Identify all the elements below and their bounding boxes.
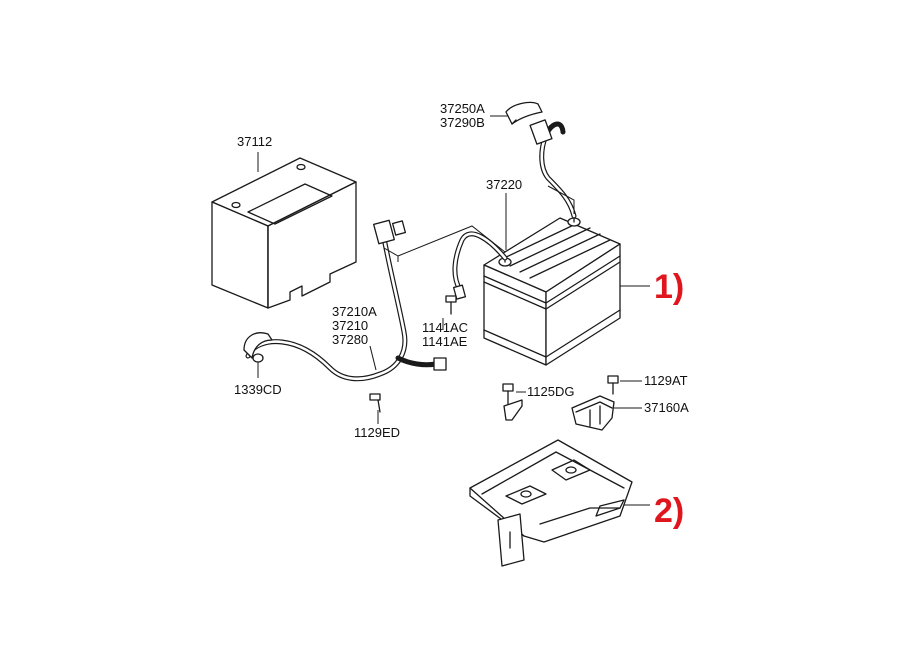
terminal-cover-drawing (505, 101, 543, 125)
part-labels: 37112 37250A 37290B 37220 37210A 37210 3… (234, 101, 689, 440)
label-tray-bolt: 1125DG (527, 384, 574, 399)
clamp-drawing (571, 395, 615, 431)
battery-drawing (483, 215, 621, 366)
label-terminal-cover-1: 37250A (440, 101, 485, 116)
label-negative-cable-1: 37210A (332, 304, 377, 319)
label-negative-cable-2: 37210 (332, 318, 368, 333)
label-negative-cable-3: 37280 (332, 332, 368, 347)
callout-tray: 2) (654, 492, 684, 530)
negative-cable-drawing (243, 219, 447, 382)
label-terminal-cover-2: 37290B (440, 115, 485, 130)
battery-tray-drawing (469, 439, 633, 567)
label-ground-bolt: 1129ED (354, 425, 400, 440)
bolts-drawing (369, 295, 619, 421)
label-clamp: 37160A (644, 400, 689, 415)
callouts: 1) 2) (654, 268, 684, 530)
label-bolt-flange-1: 1141AC (422, 320, 468, 335)
leader-lines (257, 115, 650, 506)
label-bolt-flange-2: 1141AE (422, 334, 468, 349)
callout-battery: 1) (654, 268, 684, 306)
battery-cover-drawing (211, 157, 357, 309)
label-clamp-bolt: 1129AT (644, 373, 688, 388)
label-positive-cable: 37220 (486, 177, 522, 192)
label-cover: 37112 (237, 134, 272, 149)
label-clip-bolt: 1339CD (234, 382, 282, 397)
positive-cable-drawing (452, 119, 577, 300)
